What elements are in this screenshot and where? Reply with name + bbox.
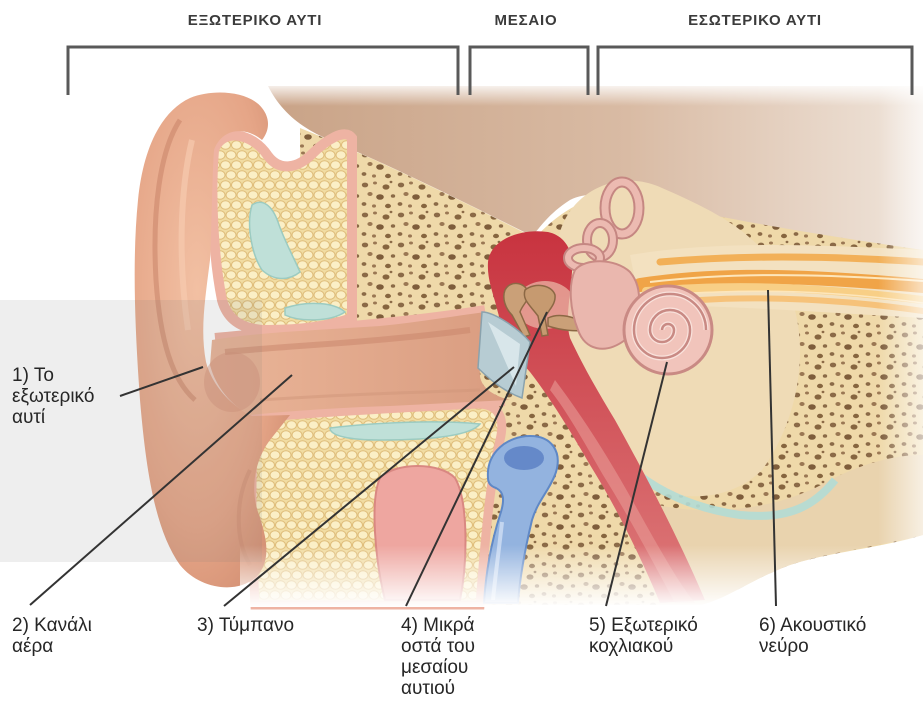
- top-fade: [260, 84, 923, 106]
- label-line: 6) Ακουστικό: [759, 615, 866, 636]
- label-outer-ear: 1) Το εξωτερικό αυτί: [12, 365, 94, 428]
- label-line: 3) Τύμπανο: [197, 615, 294, 636]
- label-line: αέρα: [12, 636, 92, 657]
- right-fade: [878, 86, 923, 556]
- label-line: αυτιού: [401, 678, 475, 699]
- header-outer-ear: ΕΞΩΤΕΡΙΚΟ ΑΥΤΙ: [155, 9, 355, 33]
- bottom-fade: [240, 545, 923, 607]
- side-shade-band: [0, 300, 262, 562]
- label-line: μεσαίου: [401, 657, 475, 678]
- vessel-opening: [504, 446, 544, 470]
- label-cochlea: 5) Εξωτερικό κοχλιακού: [589, 615, 698, 657]
- label-line: αυτί: [12, 407, 94, 428]
- cochlea: [624, 286, 712, 374]
- header-inner-ear: ΕΣΩΤΕΡΙΚΟ ΑΥΤΙ: [655, 9, 855, 33]
- label-line: εξωτερικό: [12, 386, 94, 407]
- label-auditory-nerve: 6) Ακουστικό νεύρο: [759, 615, 866, 657]
- label-ossicles: 4) Μικρά οστά του μεσαίου αυτιού: [401, 615, 475, 699]
- label-line: 5) Εξωτερικό: [589, 615, 698, 636]
- label-line: 4) Μικρά: [401, 615, 475, 636]
- label-line: οστά του: [401, 636, 475, 657]
- label-eardrum: 3) Τύμπανο: [197, 615, 294, 636]
- label-line: 1) Το: [12, 365, 94, 386]
- label-line: νεύρο: [759, 636, 866, 657]
- label-ear-canal: 2) Κανάλι αέρα: [12, 615, 92, 657]
- header-middle-ear: ΜΕΣΑΙΟ: [456, 9, 596, 33]
- label-line: 2) Κανάλι: [12, 615, 92, 636]
- label-line: κοχλιακού: [589, 636, 698, 657]
